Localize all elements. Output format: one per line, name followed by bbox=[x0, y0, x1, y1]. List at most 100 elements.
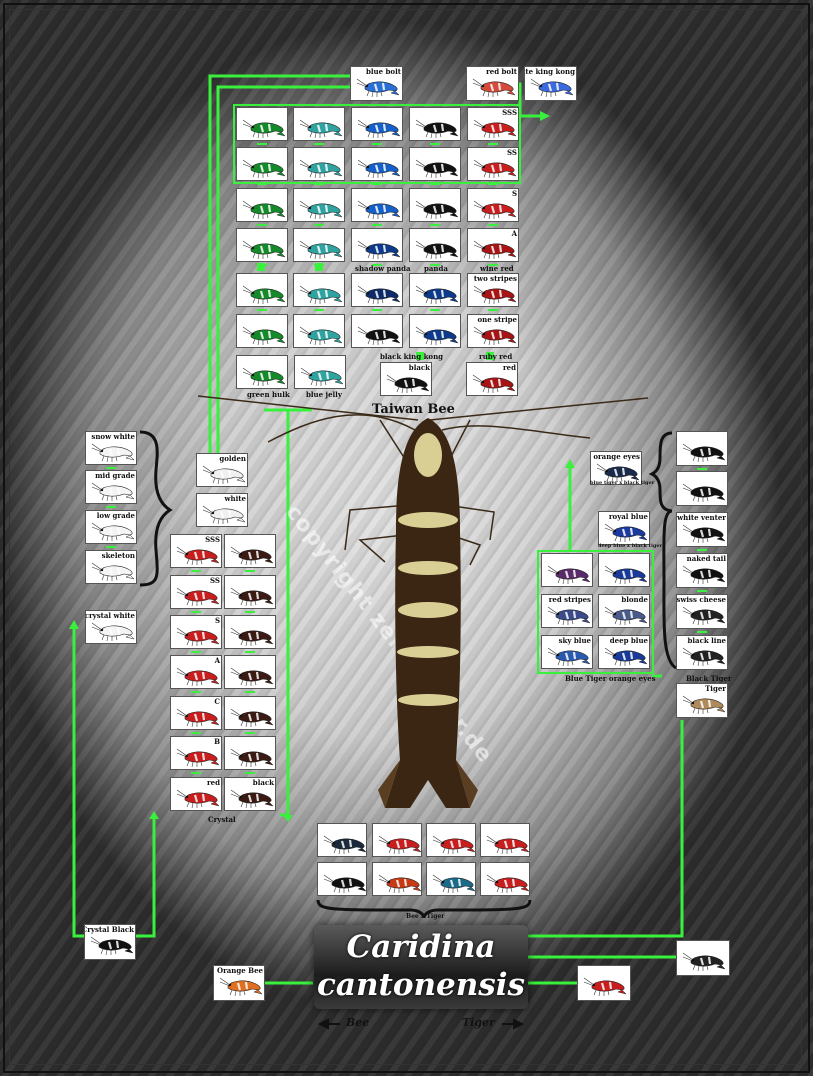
black-tiger-card: white venter bbox=[676, 512, 728, 547]
card-label: low grade bbox=[96, 511, 135, 520]
shrimp-icon bbox=[242, 285, 286, 305]
shrimp-icon bbox=[357, 240, 401, 260]
crystal-grade-card bbox=[224, 736, 276, 770]
crystal-grade-card: S bbox=[170, 615, 222, 649]
crystal-grade-card: red bbox=[170, 777, 222, 811]
card-label: naked tail bbox=[686, 554, 726, 563]
connector-dash bbox=[314, 143, 324, 145]
connector-dash bbox=[697, 468, 707, 470]
crystal-card-white: white bbox=[196, 493, 248, 527]
shrimp-icon bbox=[486, 835, 529, 855]
variant-card bbox=[351, 188, 403, 222]
shrimp-icon bbox=[682, 952, 726, 972]
card-label: Tiger bbox=[705, 684, 726, 693]
crystal-grade-card: A bbox=[170, 655, 222, 689]
variant-card-red: red bbox=[466, 362, 518, 396]
card-label: A bbox=[511, 229, 517, 238]
connector-dash bbox=[257, 224, 267, 226]
variant-card bbox=[409, 228, 461, 262]
crystal-grade-card bbox=[224, 696, 276, 730]
connector-dash bbox=[106, 506, 116, 508]
blue-tiger-card: blonde bbox=[598, 594, 650, 628]
variant-card bbox=[293, 314, 345, 348]
crystal-caption: Crystal bbox=[208, 815, 236, 824]
shrimp-icon bbox=[299, 119, 343, 139]
card-label: B bbox=[214, 737, 220, 746]
connector-dash bbox=[697, 631, 707, 633]
shrimp-icon bbox=[583, 977, 627, 997]
variant-card bbox=[351, 273, 403, 307]
variant-card bbox=[236, 188, 288, 222]
shrimp-icon bbox=[176, 627, 220, 647]
blue-tiger-sublabel-2: deep blue x black tiger bbox=[598, 543, 663, 549]
crystal-grade-card bbox=[224, 534, 276, 568]
shrimp-icon bbox=[682, 443, 726, 463]
orange-bee-card: Orange Bee bbox=[213, 965, 265, 1001]
crystal-grade-card: SSS bbox=[170, 534, 222, 568]
card-label: crystal white bbox=[85, 611, 135, 620]
blue-tiger-card: royal blue bbox=[598, 511, 650, 545]
bee-tiger-card bbox=[317, 862, 367, 896]
crystal-grade-card bbox=[224, 655, 276, 689]
connector-dash bbox=[314, 264, 324, 266]
crystal-card: skeleton bbox=[85, 550, 137, 584]
bee-tiger-card bbox=[317, 823, 367, 857]
crystal-card: snow white bbox=[85, 431, 137, 465]
shrimp-icon bbox=[682, 606, 726, 626]
connector-dash bbox=[430, 264, 440, 266]
connector-dash bbox=[314, 224, 324, 226]
variant-caption: green hulk bbox=[247, 390, 290, 399]
variant-card bbox=[293, 228, 345, 262]
bee-tiger-card bbox=[426, 862, 476, 896]
shrimp-icon bbox=[242, 326, 286, 346]
card-label: SS bbox=[210, 576, 220, 585]
variant-card bbox=[409, 273, 461, 307]
shrimp-icon bbox=[299, 326, 343, 346]
blue-tiger-card: red stripes bbox=[541, 594, 593, 628]
shrimp-icon bbox=[378, 874, 421, 894]
shrimp-icon bbox=[682, 647, 726, 667]
variant-caption: shadow panda bbox=[355, 264, 411, 273]
sss-ss-group-box bbox=[233, 104, 521, 184]
variant-caption: black king kong bbox=[380, 352, 444, 361]
card-label: white bbox=[224, 494, 246, 503]
shrimp-icon bbox=[230, 627, 274, 647]
shrimp-icon bbox=[300, 367, 344, 387]
bee-direction-label: Bee bbox=[346, 1016, 370, 1029]
variant-card-blue-bolt: blue bolt bbox=[350, 66, 403, 101]
shrimp-icon bbox=[299, 240, 343, 260]
shrimp-icon bbox=[356, 78, 400, 98]
variant-card bbox=[293, 188, 345, 222]
shrimp-icon bbox=[604, 647, 648, 667]
shrimp-icon bbox=[415, 326, 459, 346]
connector-dash bbox=[488, 264, 498, 266]
variant-card-black: black bbox=[380, 362, 432, 396]
shrimp-icon bbox=[230, 667, 274, 687]
shrimp-icon bbox=[357, 200, 401, 220]
bee-tiger-card bbox=[426, 823, 476, 857]
card-label: red bbox=[206, 778, 220, 787]
crystal-card: crystal white bbox=[85, 610, 137, 644]
variant-caption: wine red bbox=[480, 264, 514, 273]
shrimp-icon bbox=[230, 748, 274, 768]
shrimp-icon bbox=[415, 159, 459, 179]
variant-card: one stripe bbox=[467, 314, 519, 348]
connector-dash bbox=[191, 691, 201, 693]
shrimp-icon bbox=[604, 606, 648, 626]
shrimp-icon bbox=[530, 78, 574, 98]
card-label: deep blue bbox=[609, 636, 648, 645]
variant-card: two stripes bbox=[467, 273, 519, 307]
shrimp-icon bbox=[604, 523, 648, 543]
blue-tiger-caption: Blue Tiger orange eyes bbox=[565, 674, 656, 683]
variant-caption: panda bbox=[424, 264, 448, 273]
card-label: royal blue bbox=[608, 512, 648, 521]
connector-dash bbox=[245, 691, 255, 693]
card-label: blonde bbox=[621, 595, 648, 604]
card-label: black bbox=[408, 363, 430, 372]
variant-card bbox=[236, 314, 288, 348]
shrimp-icon bbox=[357, 326, 401, 346]
shrimp-icon bbox=[357, 159, 401, 179]
shrimp-icon bbox=[415, 200, 459, 220]
variant-card: A bbox=[467, 228, 519, 262]
